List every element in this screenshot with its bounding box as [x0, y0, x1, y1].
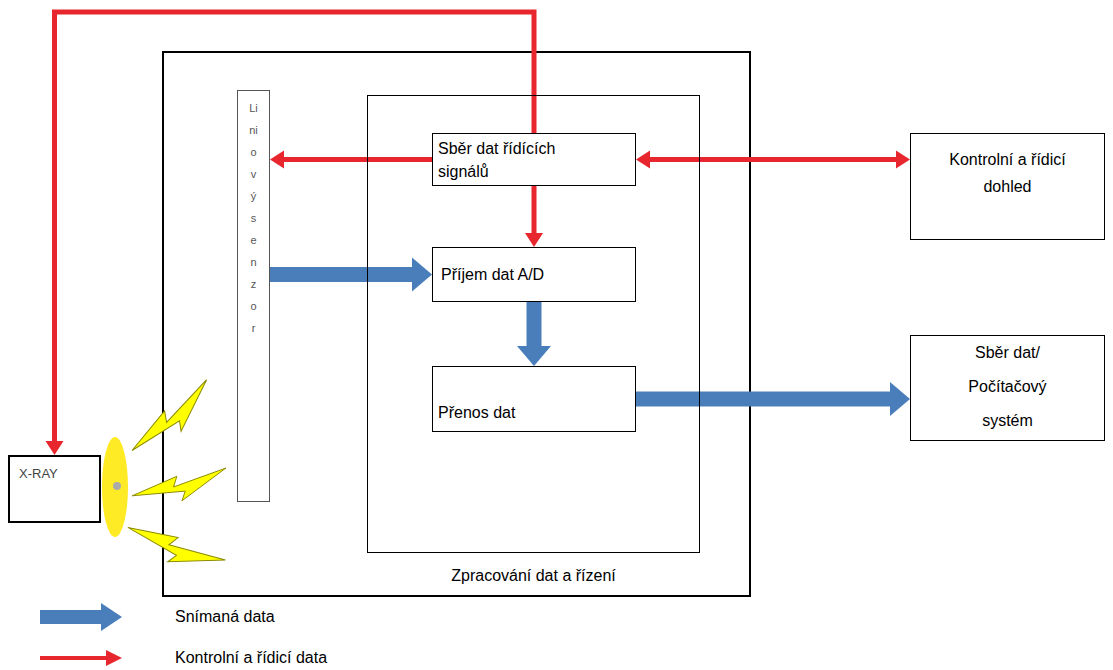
radiation-bolt — [131, 468, 227, 503]
connector-arrow — [636, 382, 910, 416]
connector-arrow — [636, 151, 910, 169]
node-label: Liniový senzor — [249, 97, 258, 501]
housing-outline — [163, 52, 750, 596]
radiation-bolt — [124, 507, 226, 587]
connector-line — [649, 157, 897, 162]
arrow-head — [636, 151, 650, 169]
legend-swatch — [40, 603, 130, 631]
arrow-head — [517, 346, 551, 366]
arrow-head — [412, 258, 432, 292]
connector-arrow — [525, 186, 543, 247]
connector-arrow — [46, 12, 535, 455]
xray-source-box: X-RAY — [8, 455, 101, 523]
node-label: Sběr dat/ Počítačový systém — [958, 336, 1058, 438]
legend-arrow — [40, 603, 122, 631]
arrow-head — [46, 441, 64, 455]
process-box: Sběr dat řídících signálů — [432, 133, 636, 186]
connector-line — [527, 302, 542, 347]
node-label: Příjem dat A/D — [441, 265, 544, 284]
processing-group: Zpracování dat a řízeníSběr dat řídících… — [367, 95, 700, 553]
arrow-head — [270, 151, 284, 169]
node-label: X-RAY — [10, 457, 99, 481]
legend-label: Snímaná data — [175, 607, 275, 626]
connector-arrow — [270, 258, 432, 292]
legend-swatch — [40, 644, 130, 670]
line-sensor-box: Liniový senzor — [237, 90, 270, 502]
node-label: Kontrolní a řídicí dohled — [928, 146, 1088, 200]
node-label: Sběr dat řídících signálů — [438, 137, 588, 183]
xray-source-dot — [113, 482, 121, 490]
group-label: Zpracování dat a řízení — [368, 566, 699, 585]
connector-line — [270, 267, 413, 282]
process-box: Přenos dat — [432, 366, 636, 432]
supervision-box: Kontrolní a řídicí dohled — [910, 133, 1105, 240]
arrow-head — [896, 151, 910, 169]
process-box: Příjem dat A/D — [432, 247, 636, 302]
computer-system-box: Sběr dat/ Počítačový systém — [910, 335, 1105, 441]
arrow-head — [890, 382, 910, 416]
connector-line — [283, 157, 432, 162]
connector-line — [636, 392, 891, 407]
radiation-bolt — [120, 380, 223, 458]
arrow-head — [525, 233, 543, 247]
connector-arrow — [517, 302, 551, 366]
legend-arrow — [40, 650, 122, 666]
legend-label: Kontrolní a řídicí data — [175, 648, 327, 667]
connector-line — [532, 186, 537, 234]
connector-arrow — [270, 151, 432, 169]
connector-line — [55, 12, 535, 442]
xray-glow — [102, 437, 128, 537]
node-label: Přenos dat — [438, 403, 515, 422]
